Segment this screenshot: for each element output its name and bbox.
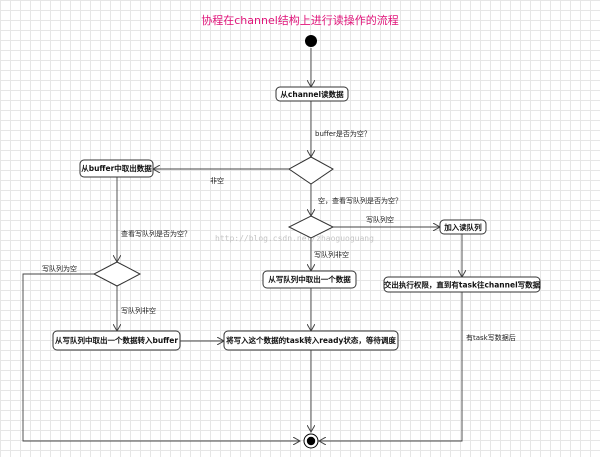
- label-writeq-empty: 写队列空: [366, 215, 394, 224]
- node-take-from-write-queue-label: 从写队列中取出一个数据: [268, 274, 351, 284]
- node-move-to-buffer-label: 从写队列中取出一个数据转入buffer: [55, 335, 178, 345]
- watermark-text: http://blog.csdn.net/zhaoguoguang: [215, 234, 374, 243]
- edge-decision3-to-end: [22, 273, 300, 441]
- label-not-empty: 非空: [210, 176, 224, 185]
- node-put-ready: 将写入这个数据的task转入ready状态，等待调度: [223, 330, 399, 351]
- decision-buffer-empty: [288, 156, 334, 185]
- label-empty-check-writeq: 空，查看写队列是否为空？: [318, 196, 402, 205]
- decision-write-queue-empty: [287, 215, 335, 239]
- edge-yield-to-end: [319, 292, 463, 441]
- node-move-to-buffer: 从写队列中取出一个数据转入buffer: [52, 330, 181, 351]
- label-writeq-not-empty: 写队列非空: [314, 250, 349, 259]
- label-after-task-write: 有task写数据后: [466, 333, 516, 342]
- node-read-from-channel: 从channel读数据: [275, 86, 349, 102]
- diagram-title: 协程在channel结构上进行读操作的流程: [201, 13, 399, 27]
- start-node: [305, 35, 317, 47]
- node-read-from-channel-label: 从channel读数据: [280, 89, 344, 99]
- node-join-read-queue: 加入读队列: [439, 219, 487, 235]
- node-take-from-buffer: 从buffer中取出数据: [79, 159, 154, 178]
- label-buffer-empty-question: buffer是否为空？: [315, 129, 371, 138]
- node-put-ready-label: 将写入这个数据的task转入ready状态，等待调度: [226, 335, 396, 345]
- label-check-writeq: 查看写队列是否为空？: [121, 229, 191, 238]
- end-node: [303, 433, 319, 449]
- node-yield-control: 交出执行权限，直到有task往channel写数据: [383, 276, 541, 293]
- node-take-from-write-queue: 从写队列中取出一个数据: [262, 270, 357, 289]
- decision-write-queue-empty-2: [92, 261, 142, 287]
- label-writeq-empty-2: 写队列为空: [42, 264, 77, 273]
- flow-edges: [22, 48, 463, 441]
- node-take-from-buffer-label: 从buffer中取出数据: [81, 163, 152, 173]
- node-yield-control-label: 交出执行权限，直到有task往channel写数据: [384, 280, 541, 290]
- label-writeq-not-empty-2: 写队列非空: [121, 306, 156, 315]
- node-join-read-queue-label: 加入读队列: [443, 222, 482, 232]
